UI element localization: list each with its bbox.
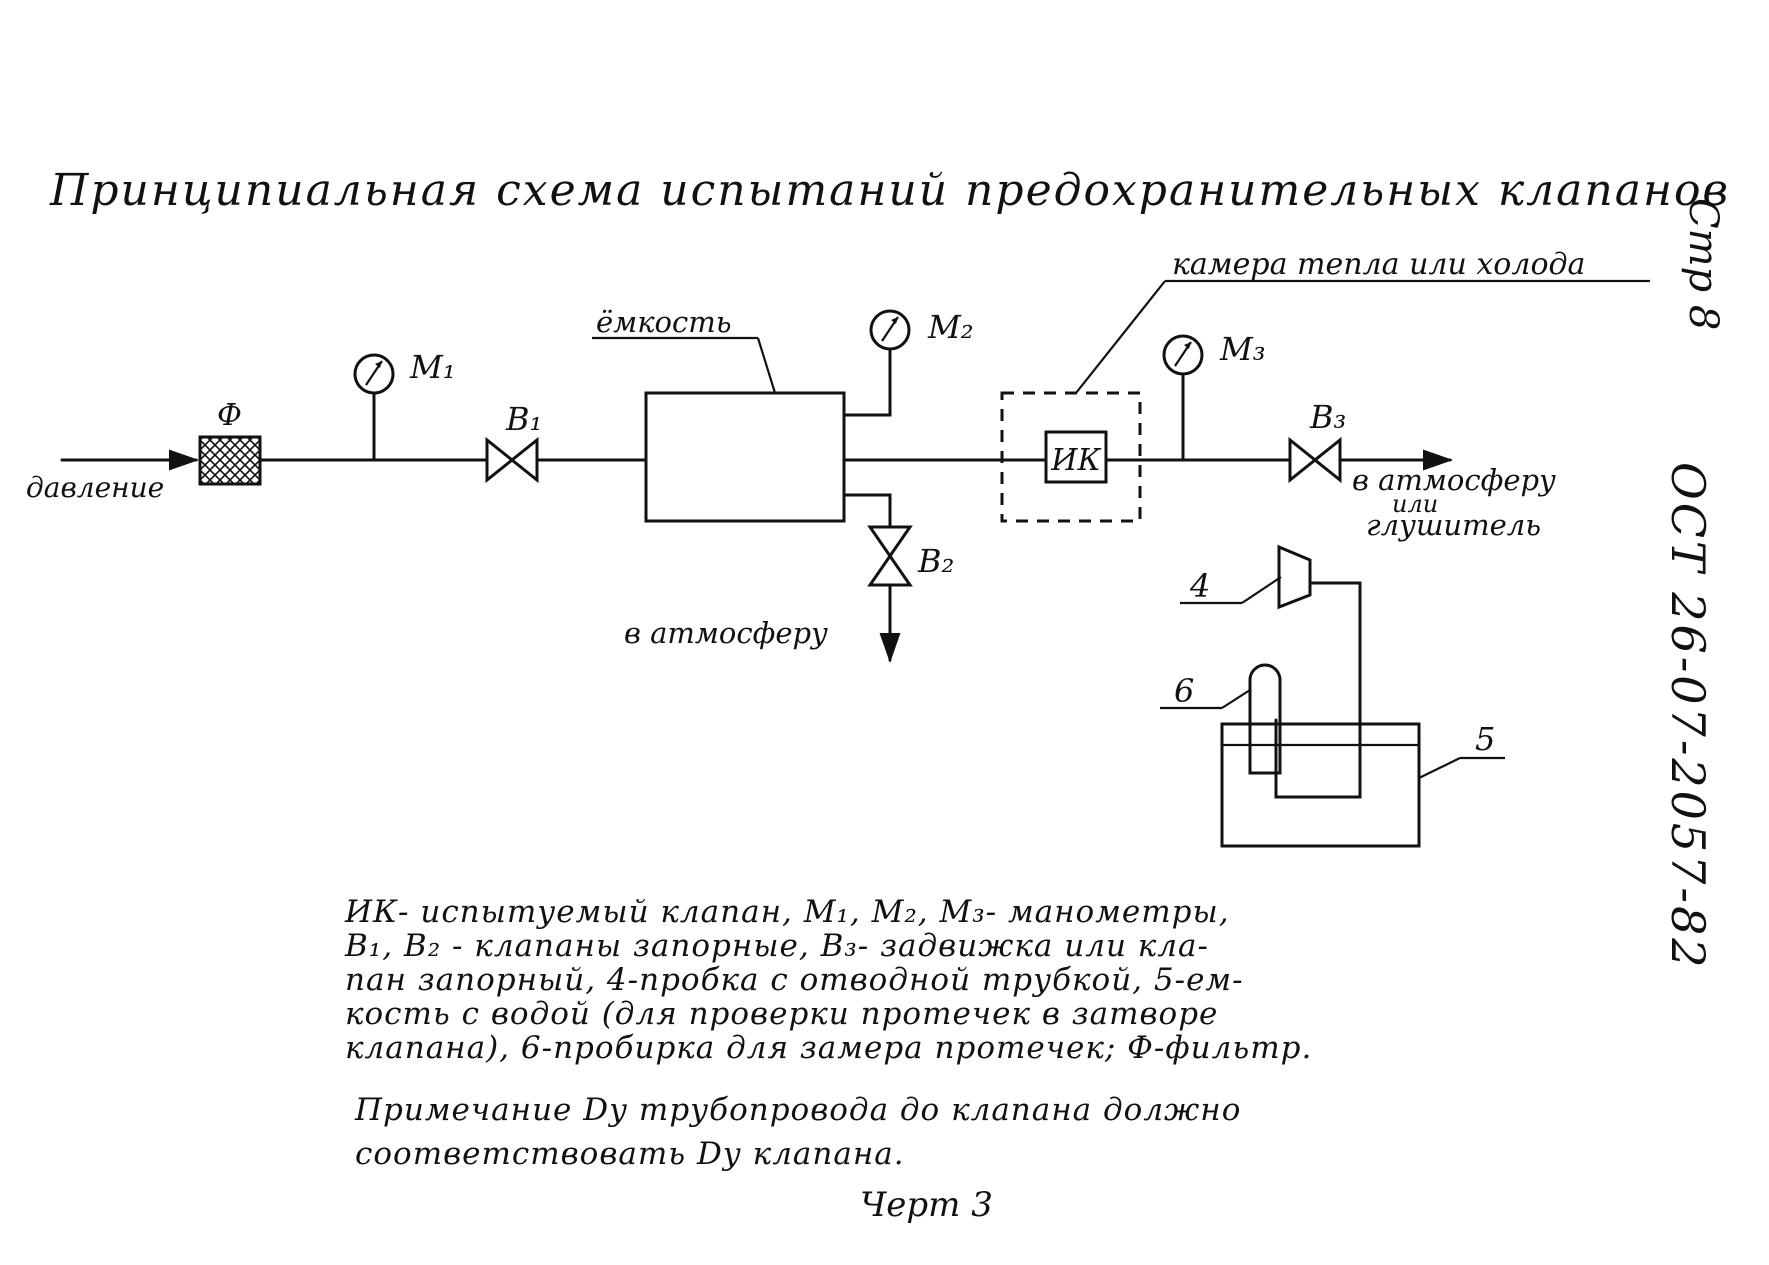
m2-label: М₂: [927, 308, 974, 346]
manometer-m3-icon: [1162, 334, 1204, 376]
drawing-number: Черт 3: [860, 1185, 993, 1225]
legend-line: кость с водой (для проверки протечек в з…: [345, 996, 1219, 1032]
legend-block: ИК- испытуемый клапан, М₁, М₂, М₃- маном…: [345, 895, 1495, 1065]
test-tube-6-number: 6: [1174, 672, 1194, 710]
manometer-m1-icon: [353, 353, 395, 395]
valve-b3-icon: [1288, 436, 1342, 484]
tested-valve-label: ИК: [1050, 443, 1101, 478]
b2-label: В₂: [917, 542, 954, 580]
vessel-leader: [756, 337, 777, 394]
test-tube-6-icon: [1248, 663, 1282, 775]
muffler-label: глушитель: [1366, 508, 1541, 542]
legend-line: клапана), 6-пробирка для замера протечек…: [345, 1030, 1313, 1066]
pressure-label: давление: [26, 471, 164, 504]
chamber-dashed-box: [1000, 391, 1142, 523]
valve-b1-icon: [485, 436, 539, 484]
outlet-tube: [1274, 581, 1362, 799]
b2-connection: [842, 493, 892, 529]
to-atmosphere-bottom-label: в атмосферу: [624, 616, 828, 650]
document-code: ОСТ 26-07-2057-82: [1661, 462, 1715, 971]
page-reference: Стр 8: [1680, 198, 1726, 330]
or-label: или: [1392, 490, 1438, 518]
vessel-label: ёмкость: [596, 305, 732, 339]
test-tube-6-leader: [1221, 689, 1251, 709]
vessel-box: [644, 391, 846, 523]
tank-5-number: 5: [1475, 720, 1495, 758]
note-line: Примечание Dу трубопровода до клапана до…: [355, 1092, 1242, 1128]
legend-line: пан запорный, 4-пробка с отводной трубко…: [345, 962, 1244, 998]
valve-b2-icon: [867, 525, 913, 587]
m3-label: М₃: [1219, 330, 1266, 368]
m2-connection: [842, 348, 892, 417]
manometer-m2-icon: [869, 309, 911, 351]
plug-4-icon: [1277, 544, 1312, 610]
water-tank-5: [1220, 722, 1421, 848]
legend-line: В₁, В₂ - клапаны запорные, В₃- задвижка …: [345, 928, 1209, 964]
b3-label: В₃: [1309, 398, 1346, 436]
note-line: соответствовать Dу клапана.: [355, 1136, 905, 1172]
filter-symbol: [198, 435, 262, 486]
chamber-label: камера тепла или холода: [1172, 247, 1585, 282]
b1-label: В₁: [505, 400, 542, 438]
filter-label: Ф: [217, 398, 242, 433]
tested-valve-box: [1044, 430, 1108, 484]
to-atmosphere-right-label: в атмосферу: [1352, 463, 1556, 497]
chamber-leader: [1075, 280, 1166, 394]
diagram-title: Принципиальная схема испытаний предохран…: [49, 165, 1730, 216]
legend-line: ИК- испытуемый клапан, М₁, М₂, М₃- маном…: [345, 894, 1230, 930]
note-block: Примечание Dу трубопровода до клапана до…: [355, 1088, 1505, 1176]
m1-label: М₁: [409, 348, 456, 386]
plug-4-number: 4: [1189, 567, 1210, 605]
plug-4-leader: [1241, 576, 1282, 604]
tank-5-leader: [1418, 757, 1461, 779]
